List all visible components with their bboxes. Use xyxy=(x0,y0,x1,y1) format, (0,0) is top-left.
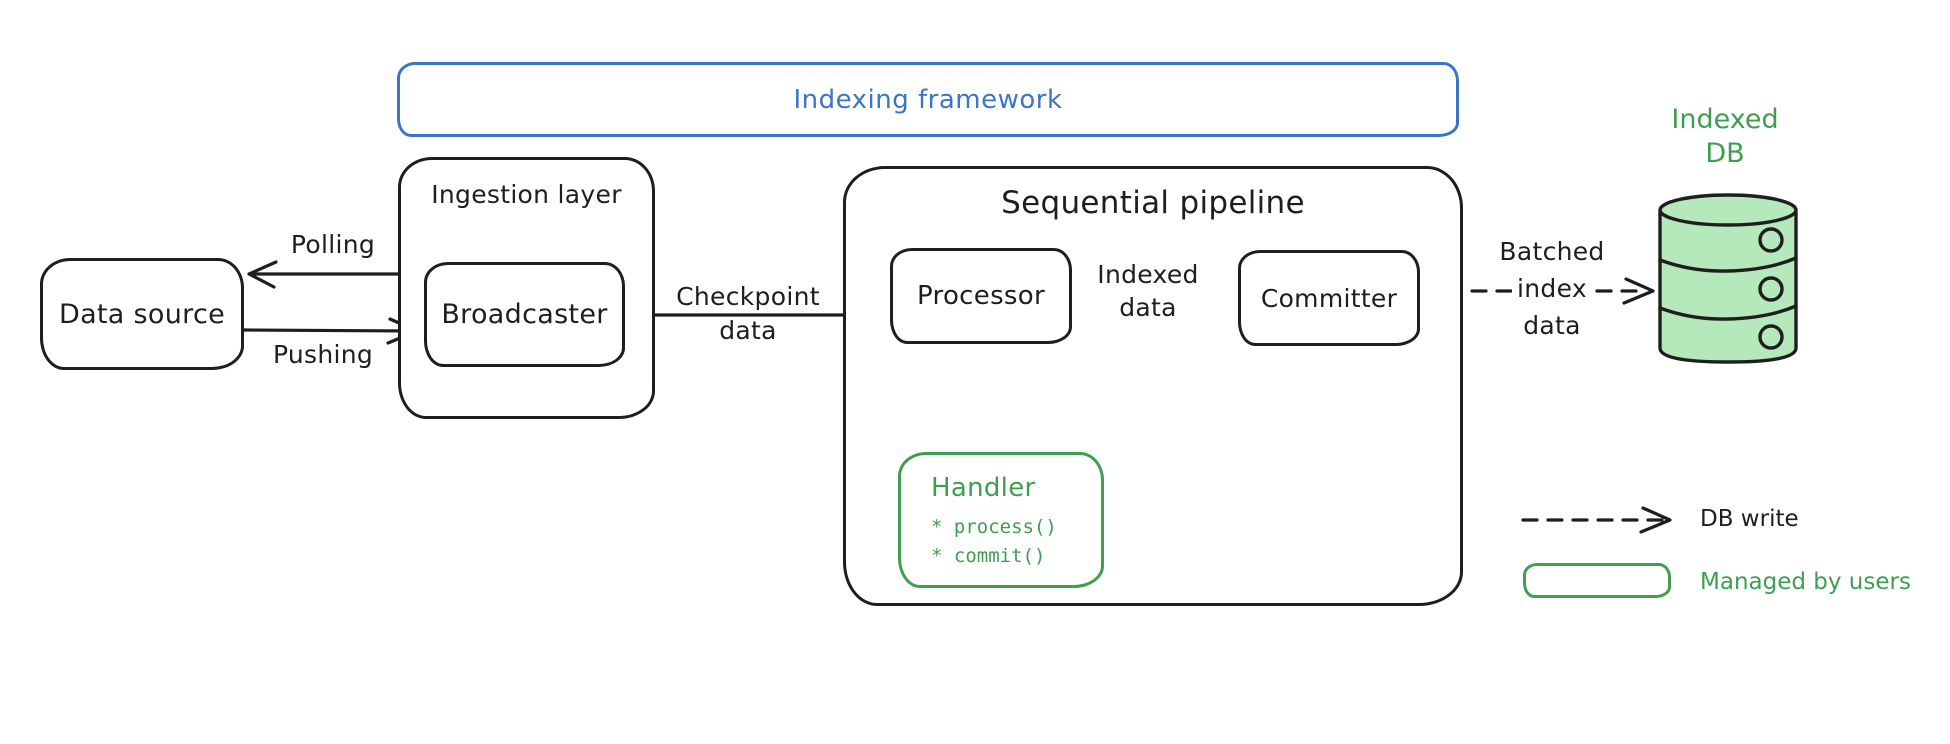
indexing-framework-label: Indexing framework xyxy=(793,84,1063,115)
legend-managed-swatch xyxy=(1523,563,1671,598)
legend-db-write-label: DB write xyxy=(1700,506,1799,532)
data-source-box: Data source xyxy=(40,258,244,370)
handler-method-commit: * commit() xyxy=(931,545,1046,567)
arrowhead-left-icon xyxy=(247,260,278,289)
checkpoint-data-edge-label: Checkpoint data xyxy=(676,282,820,345)
sequential-pipeline-box: Sequential pipeline xyxy=(843,166,1463,606)
committer-box: Committer xyxy=(1238,250,1420,346)
ingestion-layer-label: Ingestion layer xyxy=(431,180,622,209)
edge-polling xyxy=(247,260,427,289)
data-source-label: Data source xyxy=(58,298,225,330)
processor-label: Processor xyxy=(917,281,1045,311)
broadcaster-label: Broadcaster xyxy=(441,299,608,330)
sequential-pipeline-label: Sequential pipeline xyxy=(1001,185,1305,221)
indexed-data-edge-label: Indexed data xyxy=(1097,260,1199,322)
batched-index-data-edge-label: Batched index data xyxy=(1499,237,1605,340)
legend-dashed-arrow xyxy=(1521,506,1672,534)
polling-edge-label: Polling xyxy=(290,230,376,259)
pushing-edge-label: Pushing xyxy=(272,340,374,369)
legend-managed-by-users-label: Managed by users xyxy=(1700,569,1911,595)
arrowhead-right-icon xyxy=(1639,506,1672,534)
handler-label: Handler xyxy=(931,473,1036,503)
processor-box: Processor xyxy=(890,248,1072,344)
arrowhead-right-icon xyxy=(1622,277,1655,305)
database-icon xyxy=(1652,190,1804,374)
committer-label: Committer xyxy=(1260,283,1398,313)
handler-method-process: * process() xyxy=(931,516,1057,538)
indexing-framework-frame: Indexing framework xyxy=(397,62,1459,137)
indexed-db-label: Indexed DB xyxy=(1671,104,1779,169)
handler-box: Handler * process() * commit() xyxy=(898,452,1104,588)
broadcaster-box: Broadcaster xyxy=(424,262,625,367)
